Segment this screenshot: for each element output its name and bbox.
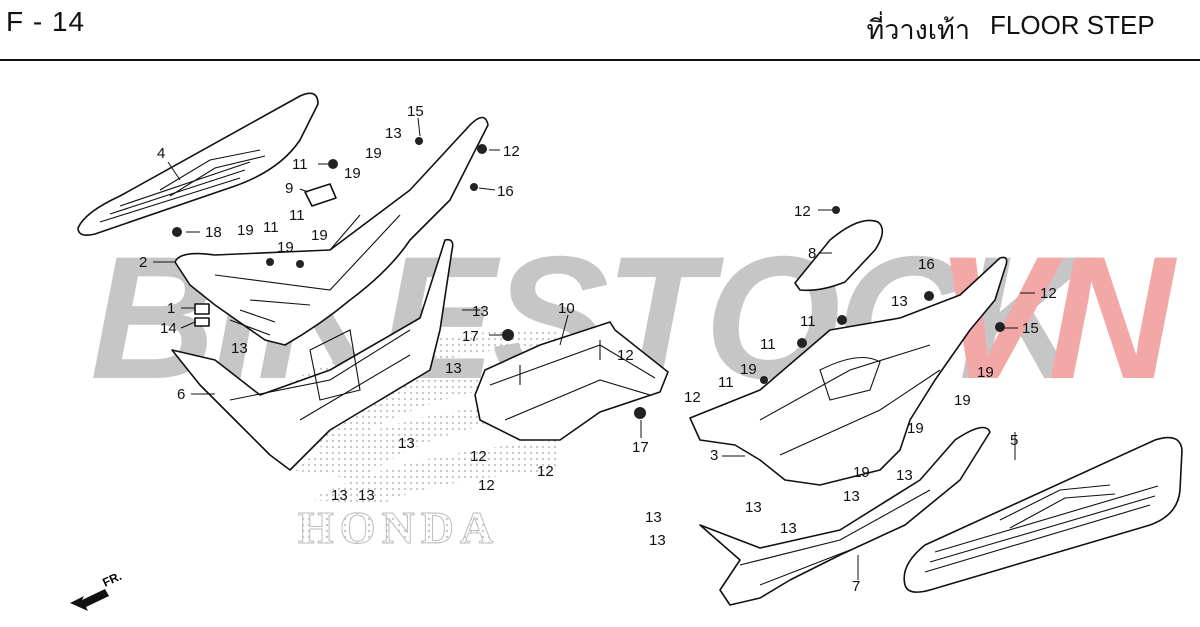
- honda-brand-text: HONDA: [298, 502, 499, 553]
- callout-19-c: 19: [311, 227, 328, 244]
- part-3-right-floor-panel: [689, 256, 1008, 486]
- callout-12-e: 12: [537, 463, 554, 480]
- fasteners: [172, 137, 1005, 419]
- callout-12-a: 12: [503, 143, 520, 160]
- part-1-clip: [194, 303, 210, 315]
- callout-1: 1: [167, 300, 175, 317]
- callout-11-d: 11: [800, 313, 816, 330]
- callout-2: 2: [139, 254, 147, 271]
- part-7-right-side-panel: [699, 426, 991, 606]
- fastener-18: [172, 227, 182, 237]
- part-6-left-side-panel: [171, 238, 454, 471]
- callout-19-f: 19: [740, 361, 757, 378]
- callout-5: 5: [1010, 432, 1018, 449]
- callout-4: 4: [157, 145, 165, 162]
- callout-13-h: 13: [891, 293, 908, 310]
- callout-7: 7: [852, 578, 860, 595]
- callout-19-b: 19: [277, 239, 294, 256]
- part-10-center-frame: [474, 321, 669, 441]
- callout-19-h: 19: [954, 392, 971, 409]
- callout-18: 18: [205, 224, 222, 241]
- fastener-15b: [995, 322, 1005, 332]
- callout-13-k: 13: [745, 499, 762, 516]
- callout-3: 3: [710, 447, 718, 464]
- callout-11-c: 11: [289, 207, 305, 224]
- fastener-11b: [266, 258, 274, 266]
- callout-8: 8: [808, 245, 816, 262]
- callout-13-c: 13: [472, 303, 489, 320]
- part-8-right-cover: [794, 219, 884, 292]
- callout-12-d: 12: [470, 448, 487, 465]
- callout-16-a: 16: [497, 183, 514, 200]
- callout-11-e: 11: [760, 336, 776, 353]
- callout-17-a: 17: [462, 328, 479, 345]
- fastener-17a: [502, 329, 514, 341]
- callout-13-f: 13: [331, 487, 348, 504]
- part-14-grommet: [194, 317, 210, 327]
- callout-12-g: 12: [794, 203, 811, 220]
- callout-13-j: 13: [843, 488, 860, 505]
- callout-labels: 4 2 1 14 18 6 13 9 11 19 11 19 11 19 19 …: [139, 103, 1057, 595]
- leader-lines: [153, 117, 1035, 580]
- callout-19-j: 19: [853, 464, 870, 481]
- part-5-right-floor-mat: [903, 436, 1183, 593]
- callout-13-m: 13: [780, 520, 797, 537]
- callout-19-i: 19: [907, 420, 924, 437]
- callout-13-i: 13: [896, 467, 913, 484]
- fastener-15a: [415, 137, 423, 145]
- front-arrow-icon: [70, 589, 109, 611]
- callout-15-a: 15: [407, 103, 424, 120]
- callout-19-e: 19: [365, 145, 382, 162]
- fastener-11f: [760, 376, 768, 384]
- callout-12-h: 12: [1040, 285, 1057, 302]
- header-divider: [0, 59, 1200, 61]
- callout-12-f: 12: [478, 477, 495, 494]
- callout-12-b: 12: [617, 347, 634, 364]
- callout-13-d: 13: [445, 360, 462, 377]
- fastener-11a: [328, 159, 338, 169]
- callout-15-b: 15: [1022, 320, 1039, 337]
- fastener-11c: [296, 260, 304, 268]
- page-title-thai: ที่วางเท้า: [866, 15, 971, 46]
- callout-13-a: 13: [231, 340, 248, 357]
- callout-13-n: 13: [649, 532, 666, 549]
- callout-11-f: 11: [718, 374, 734, 391]
- fastener-12b: [832, 206, 840, 214]
- fastener-11e: [797, 338, 807, 348]
- callout-16-b: 16: [918, 256, 935, 273]
- callout-19-g: 19: [977, 364, 994, 381]
- fastener-16b: [924, 291, 934, 301]
- page-title-english: FLOOR STEP: [990, 10, 1155, 40]
- callout-11-b: 11: [263, 219, 279, 236]
- callout-12-c: 12: [684, 389, 701, 406]
- callout-17-b: 17: [632, 439, 649, 456]
- callout-13-g: 13: [358, 487, 375, 504]
- front-direction-indicator: FR.: [70, 569, 124, 611]
- callout-13-l: 13: [645, 509, 662, 526]
- callout-6: 6: [177, 386, 185, 403]
- callout-13-e: 13: [398, 435, 415, 452]
- fastener-11d: [837, 315, 847, 325]
- page-header: F - 14 ที่วางเท้า FLOOR STEP: [0, 0, 1200, 61]
- page-code: F - 14: [6, 6, 86, 37]
- fastener-17b: [634, 407, 646, 419]
- callout-13-b: 13: [385, 125, 402, 142]
- callout-10: 10: [558, 300, 575, 317]
- callout-19-d: 19: [344, 165, 361, 182]
- callout-11-a: 11: [292, 156, 308, 173]
- callout-9: 9: [285, 180, 293, 197]
- front-label: FR.: [100, 569, 123, 590]
- fastener-16a: [470, 183, 478, 191]
- callout-19-a: 19: [237, 222, 254, 239]
- part-9-cover: [304, 183, 337, 207]
- callout-14: 14: [160, 320, 177, 337]
- fastener-12a: [477, 144, 487, 154]
- part-2-left-floor-panel: [174, 116, 489, 346]
- part-4-left-floor-mat: [77, 92, 319, 236]
